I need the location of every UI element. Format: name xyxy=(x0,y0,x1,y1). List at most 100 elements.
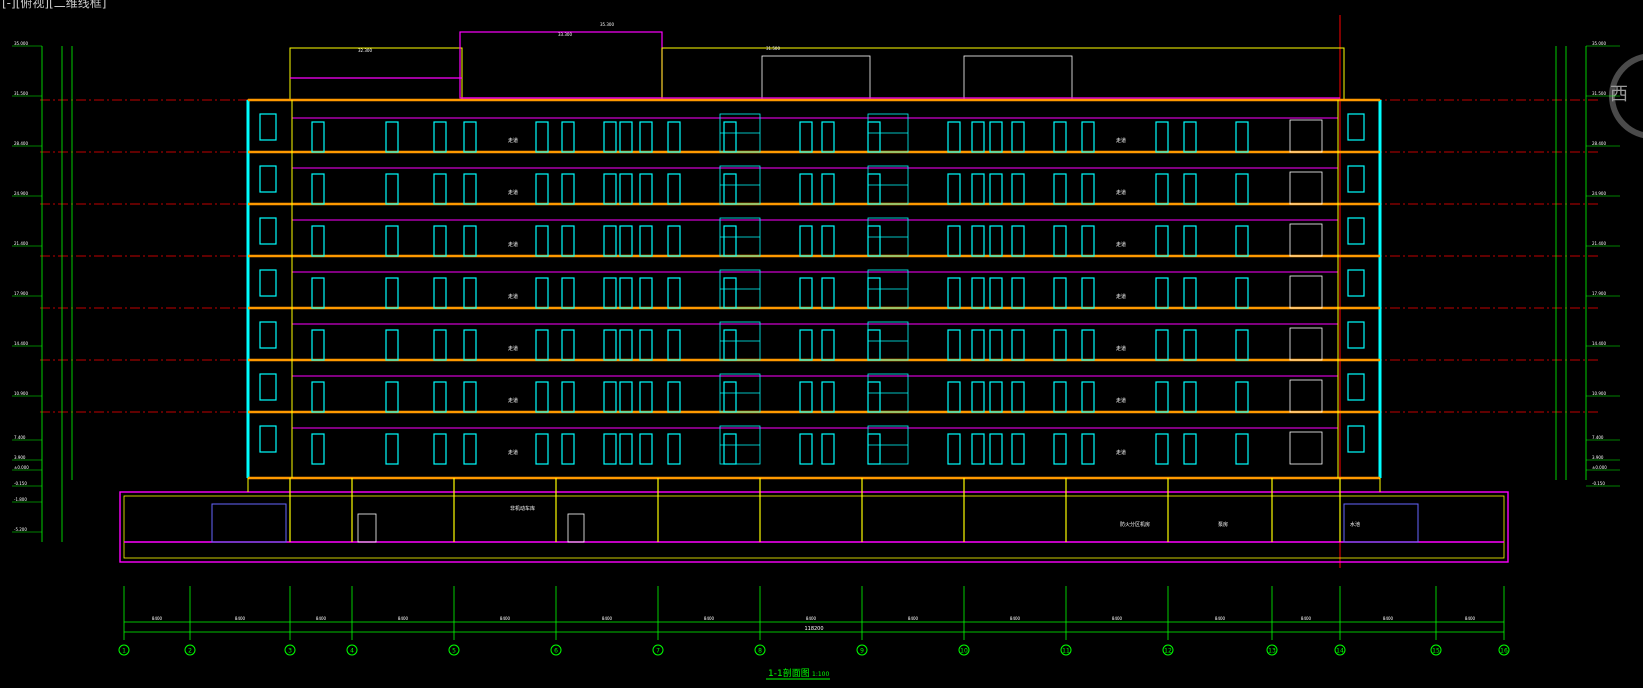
stair-door xyxy=(1289,431,1323,465)
room-label: 走道 xyxy=(1116,137,1126,144)
window xyxy=(1011,173,1025,205)
window xyxy=(1183,225,1197,257)
basement-columns xyxy=(289,478,1341,542)
window xyxy=(603,225,617,257)
axis-bubble xyxy=(284,644,296,656)
window xyxy=(1155,381,1169,413)
window xyxy=(619,225,633,257)
elevation-label: 3.900 xyxy=(14,455,26,460)
room-label: 走道 xyxy=(1116,449,1126,456)
window xyxy=(821,173,835,205)
elevation-label: 28.400 xyxy=(1592,141,1606,146)
spacing-dimension: 8400 xyxy=(316,616,327,621)
window xyxy=(603,173,617,205)
window xyxy=(1235,381,1249,413)
window xyxy=(433,381,447,413)
window xyxy=(723,121,737,153)
window xyxy=(535,173,549,205)
window xyxy=(947,121,961,153)
axis-number: 8 xyxy=(758,648,762,655)
window xyxy=(311,381,325,413)
window xyxy=(1155,329,1169,361)
window xyxy=(821,121,835,153)
stair-window xyxy=(259,217,277,245)
basement-room-label: 泵房 xyxy=(1218,521,1228,528)
basement-room-labels: 非机动车库防火分区机房泵房水池 xyxy=(510,505,1360,528)
window xyxy=(535,329,549,361)
window xyxy=(1155,173,1169,205)
window-group xyxy=(311,113,1323,465)
right-elevation-ruler xyxy=(1555,46,1587,480)
axis-number: 2 xyxy=(188,648,192,655)
window xyxy=(619,277,633,309)
window xyxy=(667,329,681,361)
window xyxy=(947,277,961,309)
window xyxy=(311,225,325,257)
window xyxy=(1235,277,1249,309)
window xyxy=(311,329,325,361)
window xyxy=(971,173,985,205)
window xyxy=(463,173,477,205)
room-label: 走道 xyxy=(1116,189,1126,196)
axis-number: 3 xyxy=(288,648,292,655)
window xyxy=(989,277,1003,309)
window xyxy=(1235,121,1249,153)
window xyxy=(989,173,1003,205)
stair-door xyxy=(1289,379,1323,413)
window xyxy=(433,433,447,465)
window xyxy=(385,277,399,309)
window xyxy=(463,121,477,153)
window xyxy=(667,225,681,257)
window xyxy=(1053,121,1067,153)
window xyxy=(463,381,477,413)
elevation-label: 17.900 xyxy=(1592,291,1606,296)
stair-door xyxy=(1289,119,1323,153)
room-label: 走道 xyxy=(508,189,518,196)
stair-door xyxy=(1289,275,1323,309)
window xyxy=(971,225,985,257)
stair-window xyxy=(259,425,277,453)
window xyxy=(603,329,617,361)
room-label: 走道 xyxy=(1116,241,1126,248)
window xyxy=(385,173,399,205)
spacing-dimension: 8400 xyxy=(1112,616,1123,621)
room-label: 走道 xyxy=(508,241,518,248)
window xyxy=(723,329,737,361)
window xyxy=(619,433,633,465)
window xyxy=(561,121,575,153)
axis-number: 14 xyxy=(1336,648,1344,655)
window xyxy=(1155,433,1169,465)
window xyxy=(1053,381,1067,413)
spacing-dimension: 8400 xyxy=(235,616,246,621)
room-label: 走道 xyxy=(508,397,518,404)
window xyxy=(535,433,549,465)
window xyxy=(821,277,835,309)
window xyxy=(667,433,681,465)
window xyxy=(535,225,549,257)
elevation-label: 35.000 xyxy=(14,41,28,46)
axis-number: 16 xyxy=(1500,648,1508,655)
window xyxy=(385,329,399,361)
window xyxy=(867,225,881,257)
viewcube-direction-label[interactable]: 西 xyxy=(1610,84,1628,105)
viewport-label[interactable]: [-][俯视][二维线框] xyxy=(2,0,107,10)
window xyxy=(1155,225,1169,257)
window xyxy=(1081,173,1095,205)
axis-number: 6 xyxy=(554,648,558,655)
elevation-label: 10.900 xyxy=(14,391,28,396)
window xyxy=(799,277,813,309)
window xyxy=(667,121,681,153)
window xyxy=(619,329,633,361)
axis-bubble xyxy=(346,644,358,656)
window xyxy=(947,329,961,361)
window xyxy=(821,329,835,361)
spacing-dimension: 8400 xyxy=(602,616,613,621)
elevation-label: -0.150 xyxy=(1592,481,1605,486)
window xyxy=(1081,277,1095,309)
window xyxy=(799,173,813,205)
elevation-label: 3.900 xyxy=(1592,455,1604,460)
window xyxy=(561,277,575,309)
spacing-dimension: 8400 xyxy=(152,616,163,621)
